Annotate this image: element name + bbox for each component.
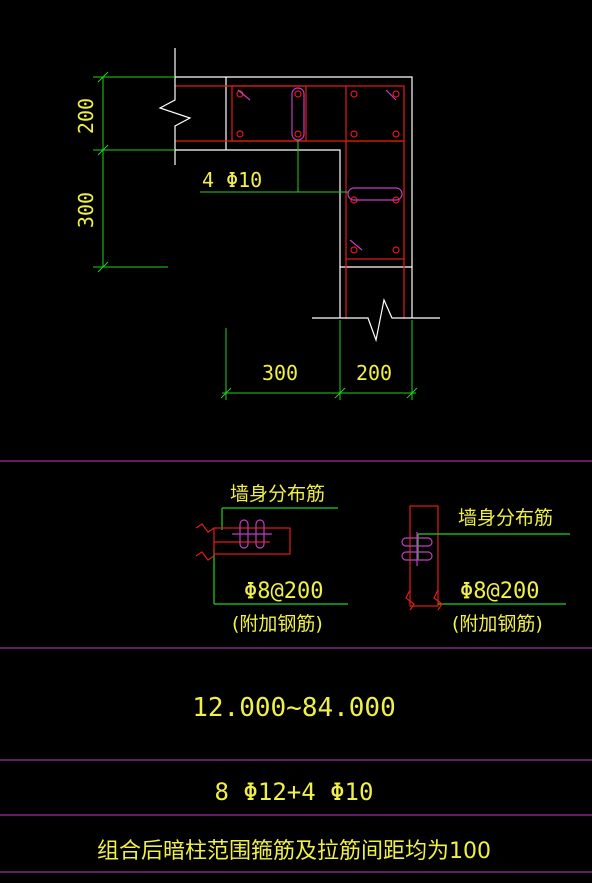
rebar-dot	[350, 90, 358, 98]
column-outline	[175, 76, 413, 318]
rebar-dot	[350, 130, 358, 138]
spacing-label-right: Φ8@200	[460, 579, 539, 604]
dim-label-mid: 300	[74, 192, 98, 228]
table-rules	[0, 460, 592, 873]
break-mark	[195, 523, 215, 533]
spacing-label-left: Φ8@200	[244, 579, 323, 604]
break-mark	[405, 589, 415, 611]
rebar-dot	[392, 130, 400, 138]
column-outline-inner	[175, 149, 341, 318]
table-text: 12.000~84.000 8 Φ12+4 Φ10 组合后暗柱范围箍筋及拉筋间距…	[97, 693, 491, 864]
detail-left-labels: 墙身分布筋 Φ8@200 (附加钢筋)	[230, 483, 325, 635]
break-mark	[195, 551, 215, 561]
rebar-dot	[392, 90, 400, 98]
added-bar	[213, 527, 291, 555]
note-left: (附加钢筋)	[232, 613, 323, 635]
stirrup-corner	[345, 85, 405, 142]
rebar-label: 4 Φ10	[202, 168, 262, 192]
detail-right-labels: 墙身分布筋 Φ8@200 (附加钢筋)	[452, 507, 553, 635]
wall-label-right: 墙身分布筋	[458, 507, 553, 529]
remark: 组合后暗柱范围箍筋及拉筋间距均为100	[97, 839, 491, 864]
rebar-dot	[294, 130, 302, 138]
tie-bar-horizontal	[347, 187, 403, 201]
tie-hook	[349, 239, 363, 251]
plan-labels: 200 300 300 200 4 Φ10	[74, 98, 392, 385]
stirrup-vertical	[345, 140, 405, 260]
reinforcement-spec: 8 Φ12+4 Φ10	[215, 778, 374, 806]
dim-label-bottom-left: 300	[262, 361, 298, 385]
dim-label-bottom-right: 200	[356, 361, 392, 385]
break-line-left	[158, 48, 192, 165]
tie-bar-vertical	[291, 87, 305, 141]
detail-left	[195, 507, 348, 605]
detail-right	[401, 505, 570, 611]
wall-label-left: 墙身分布筋	[230, 483, 325, 505]
dim-label-top: 200	[74, 98, 98, 134]
rebar-dot	[294, 90, 302, 98]
tie-hook	[237, 89, 251, 101]
tie-hook	[385, 89, 397, 101]
column-plan	[158, 48, 440, 343]
note-right: (附加钢筋)	[452, 613, 543, 635]
rebar-dot	[236, 130, 244, 138]
plan-dimensions	[93, 71, 418, 400]
break-line-bottom	[312, 298, 440, 343]
rebar-dot	[350, 246, 358, 254]
added-bar-right	[409, 505, 439, 607]
rebar-dot	[392, 246, 400, 254]
elevation-range: 12.000~84.000	[192, 693, 396, 723]
break-mark	[433, 589, 443, 611]
